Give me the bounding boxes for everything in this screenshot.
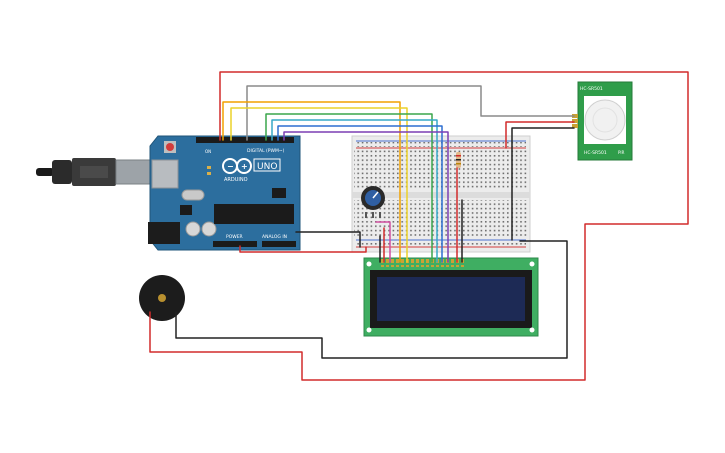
microcontroller-chip: [214, 204, 294, 224]
digital-header: [196, 137, 294, 143]
resistor: [456, 152, 461, 168]
wire-teal: [271, 119, 438, 263]
arduino-brand-label: ARDUINO: [224, 177, 248, 183]
wire-blue: [277, 125, 443, 263]
usb-cable: [36, 158, 155, 186]
on-label: ON: [205, 149, 211, 154]
wire-orange: [222, 101, 401, 263]
usb-jack: [151, 159, 179, 189]
digital-label: DIGITAL (PWM~): [247, 148, 285, 154]
arduino-model-label: UNO: [257, 162, 277, 172]
lcd-display: [363, 257, 539, 337]
wire-green: [265, 113, 433, 263]
power-jack: [148, 222, 180, 244]
wire-red-5v: [239, 245, 367, 253]
lcd-pin-header: [380, 259, 464, 267]
power-header: [213, 241, 257, 247]
wire-gray-pir-signal: [246, 85, 575, 141]
pir-side-label: PIR: [618, 150, 625, 155]
pir-dome: [584, 99, 626, 141]
wire-pink-contrast: [375, 221, 391, 263]
wires: [149, 71, 689, 381]
wire-black-pir-gnd: [511, 127, 575, 241]
analog-label: ANALOG IN: [262, 234, 287, 240]
wire-red-pir-vcc: [505, 121, 575, 149]
piezo-buzzer: [139, 275, 185, 321]
wire-yellow: [230, 107, 408, 263]
arduino-uno-board: − + UNO ARDUINO DIGITAL (PWM~) POWER ANA…: [148, 135, 301, 251]
analog-header: [262, 241, 296, 247]
pir-top-label: HC-SR501: [580, 86, 603, 92]
pir-bottom-label: HC-SR501: [584, 150, 607, 156]
reset-button[interactable]: [166, 143, 174, 151]
power-label: POWER: [226, 234, 243, 240]
wire-black-ground: [295, 231, 361, 248]
lcd-screen: [377, 277, 525, 321]
wire-red-power: [149, 71, 689, 381]
wire-black-buzzer: [175, 240, 568, 359]
potentiometer[interactable]: [361, 186, 385, 218]
pir-sensor: HC-SR501 HC-SR501 PIR: [572, 81, 633, 161]
wire-purple: [283, 131, 449, 263]
svg-text:−: −: [227, 162, 234, 171]
arduino-logo: − +: [222, 158, 252, 174]
svg-text:+: +: [241, 162, 248, 171]
